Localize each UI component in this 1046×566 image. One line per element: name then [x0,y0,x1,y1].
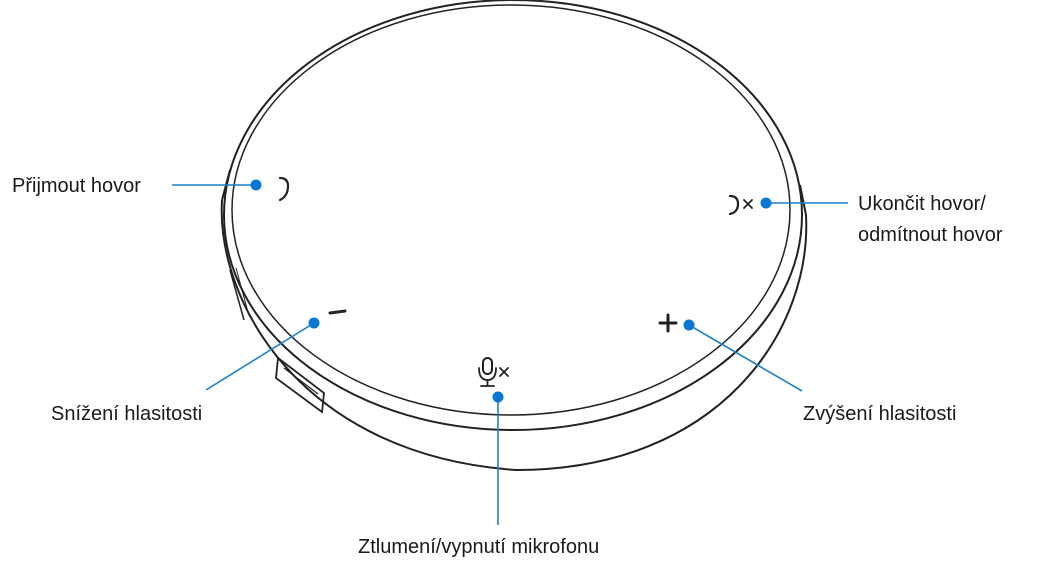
device-top-inner [231,4,791,416]
callout-dots [250,179,772,403]
label-answer-call: Přijmout hovor [12,175,141,197]
label-volume-up: Zvýšení hlasitosti [803,403,957,425]
side-slot-inner [235,267,249,313]
usb-port [275,356,325,414]
dot-plus [683,319,695,331]
label-end-call: Ukončit hovor/ odmítnout hovor [858,192,1003,248]
button-icons [278,176,753,387]
label-volume-down: Snížení hlasitosti [51,403,203,425]
phone-end-icon [728,194,753,216]
dot-answer [250,179,262,191]
phone-answer-icon [278,176,290,202]
speakerphone-device [220,0,808,472]
label-end-call-line1: Ukončit hovor/ [858,193,986,215]
label-mic-mute: Ztlumení/vypnutí mikrofonu [358,536,600,558]
dot-minus [308,317,320,329]
device-top-outer [223,0,803,431]
leader-minus [205,322,315,391]
plus-icon [658,313,678,333]
label-end-call-line2: odmítnout hovor [858,224,1003,246]
leader-plus [688,324,803,392]
microphone-mute-icon [478,357,509,387]
leader-lines [172,184,848,525]
device-rim-bottom [220,199,808,472]
side-slot [229,269,245,321]
minus-icon [328,309,347,315]
dot-mic [492,391,504,403]
dot-end [760,197,772,209]
